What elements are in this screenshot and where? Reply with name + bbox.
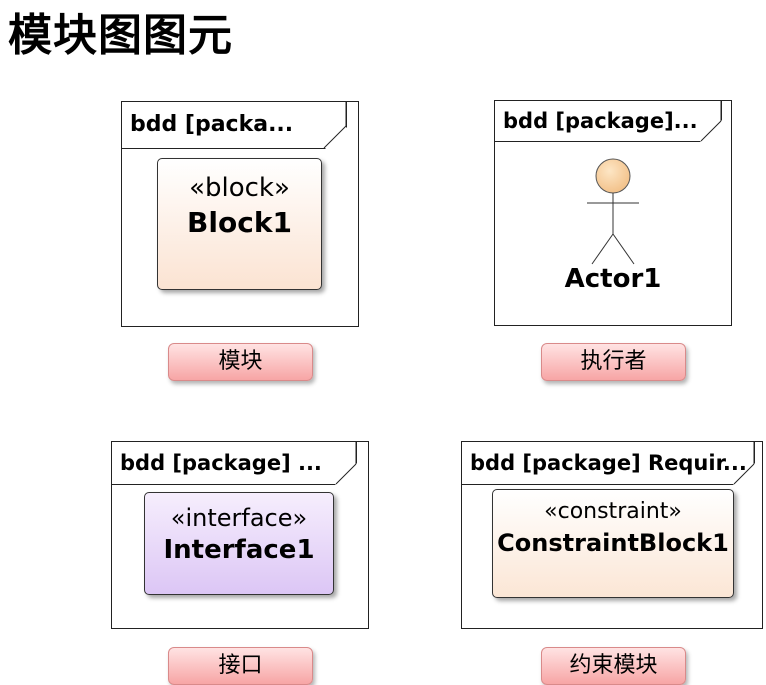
bdd-frame-block[interactable]: bdd [packa... «block» Block1 (121, 101, 359, 327)
actor-name: Actor1 (564, 264, 662, 294)
page-title: 模块图图元 (8, 10, 233, 61)
bdd-frame-constraint[interactable]: bdd [package] Requir... «constraint» Con… (461, 441, 763, 629)
constraint-block-element[interactable]: «constraint» ConstraintBlock1 (492, 489, 734, 598)
constraint-stereotype: «constraint» (544, 499, 682, 524)
constraint-name: ConstraintBlock1 (497, 529, 729, 557)
caption-constraint: 约束模块 (541, 647, 686, 685)
actor-figure[interactable] (573, 156, 653, 266)
block-element[interactable]: «block» Block1 (157, 158, 322, 290)
frame-header: bdd [package]... (495, 101, 722, 142)
interface-stereotype: «interface» (170, 504, 308, 532)
interface-name: Interface1 (163, 535, 315, 565)
actor-head-icon (595, 158, 631, 194)
interface-element[interactable]: «interface» Interface1 (144, 492, 334, 595)
frame-header-label: bdd [packa... (130, 112, 294, 137)
frame-header: bdd [package] ... (112, 442, 357, 485)
caption-interface: 接口 (168, 647, 313, 685)
caption-actor: 执行者 (541, 343, 686, 381)
block-stereotype: «block» (189, 173, 290, 203)
block-name: Block1 (187, 206, 292, 239)
caption-block: 模块 (168, 343, 313, 381)
bdd-frame-interface[interactable]: bdd [package] ... «interface» Interface1 (111, 441, 369, 629)
bdd-frame-actor[interactable]: bdd [package]... Actor1 (494, 100, 732, 326)
frame-header-label: bdd [package] Requir... (470, 451, 747, 475)
frame-header-label: bdd [package] ... (120, 451, 322, 475)
frame-header-label: bdd [package]... (503, 109, 698, 133)
frame-header: bdd [package] Requir... (462, 442, 755, 485)
frame-header: bdd [packa... (122, 102, 347, 149)
